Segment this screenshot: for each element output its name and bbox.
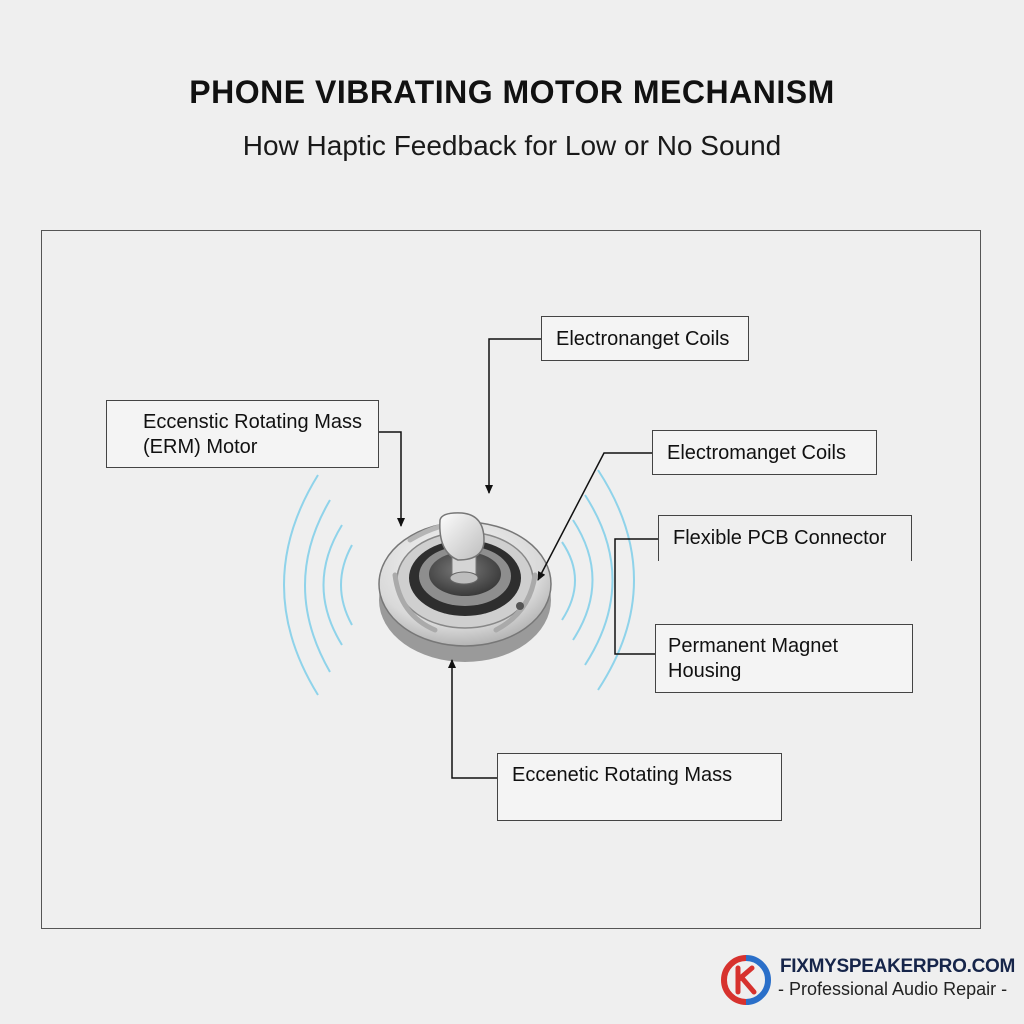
callout-lines xyxy=(378,338,658,779)
coils-top-arrow xyxy=(485,338,541,494)
label-flexible-pcb-connector: Flexible PCB Connector xyxy=(658,515,912,561)
vibration-waves-left xyxy=(283,474,353,696)
diagram-frame xyxy=(41,230,981,929)
brand-name: FIXMYSPEAKERPRO.COM xyxy=(780,956,1015,977)
vibration-waves-right xyxy=(561,469,635,691)
erm-motor-arrow xyxy=(378,431,405,527)
label-electromagnet-coils-top: Electronanget Coils xyxy=(541,316,749,361)
label-electromagnet-coils-right: Electromanget Coils xyxy=(652,430,877,475)
pcb-housing-bracket xyxy=(614,538,658,655)
coils-right-arrow xyxy=(537,452,652,581)
rotating-mass-arrow xyxy=(448,659,497,779)
label-permanent-magnet-housing: Permanent Magnet Housing xyxy=(655,624,913,693)
label-eccentric-rotating-mass: Eccenetic Rotating Mass xyxy=(497,753,782,821)
brand-tagline: - Professional Audio Repair - xyxy=(778,979,1008,999)
vibration-motor-icon xyxy=(378,512,552,662)
fixmyspeakerpro-logo-icon xyxy=(721,955,771,1005)
page-title: PHONE VIBRATING MOTOR MECHANISM xyxy=(189,74,835,110)
page-subtitle: How Haptic Feedback for Low or No Sound xyxy=(242,130,782,161)
label-erm-motor: Eccenstic Rotating Mass (ERM) Motor xyxy=(106,400,379,468)
brand-block: FIXMYSPEAKERPRO.COM - Professional Audio… xyxy=(716,950,1016,1010)
